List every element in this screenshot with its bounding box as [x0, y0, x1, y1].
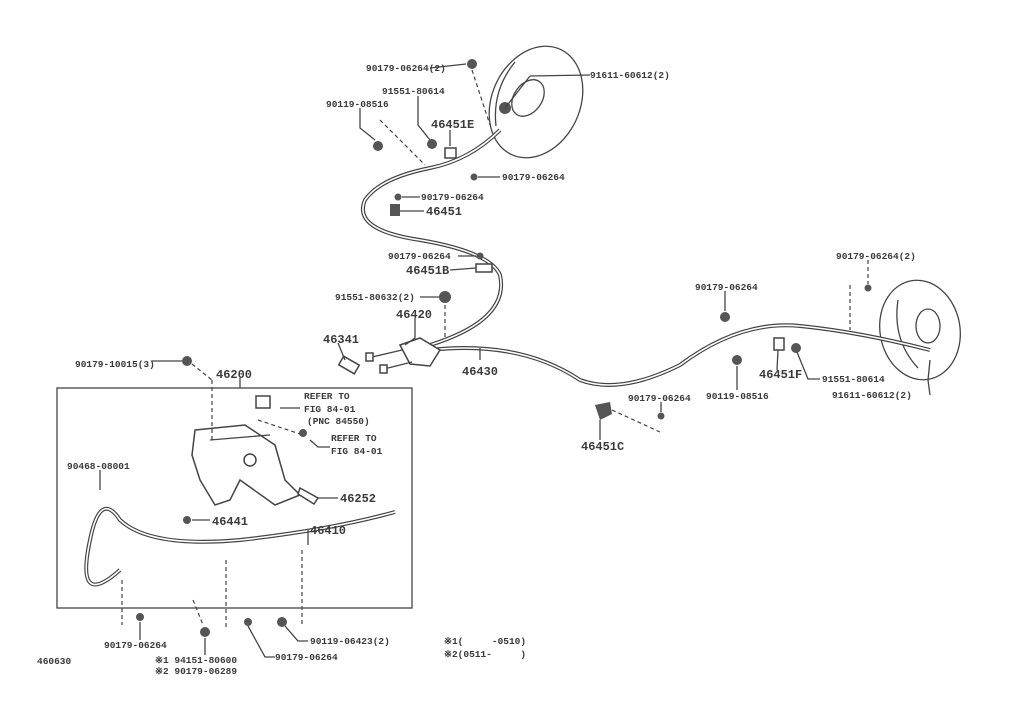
label-90179-10015-3: 90179-10015(3)	[75, 359, 155, 370]
label-90179-06264: 90179-06264	[388, 251, 451, 262]
label-91611-60612-2: 91611-60612(2)	[590, 70, 670, 81]
label-alt-2: ※2 90179-06289	[155, 666, 237, 677]
refer-to-note: REFER TO	[304, 391, 350, 402]
refer-pnc: (PNC 84550)	[307, 416, 370, 427]
label-90179-06264: 90179-06264	[502, 172, 565, 183]
refer-to-note: REFER TO	[331, 433, 377, 444]
label-46441: 46441	[212, 515, 248, 529]
label-90179-06264: 90179-06264	[628, 393, 691, 404]
label-46410: 46410	[310, 524, 346, 538]
label-91611-60612-2: 91611-60612(2)	[832, 390, 912, 401]
label-90179-06264: 90179-06264	[275, 652, 338, 663]
fasteners	[136, 59, 872, 637]
label-46451C: 46451C	[581, 440, 624, 454]
refer-fig: FIG 84-01	[304, 404, 356, 415]
date-note-2: ※2(0511- )	[444, 649, 526, 660]
label-91551-80614: 91551-80614	[822, 374, 885, 385]
label-91551-80632-2: 91551-80632(2)	[335, 292, 415, 303]
label-90119-08516: 90119-08516	[326, 99, 389, 110]
label-46451F: 46451F	[759, 368, 802, 382]
label-90119-08516: 90119-08516	[706, 391, 769, 402]
cable-46430	[361, 128, 931, 387]
label-46420: 46420	[396, 308, 432, 322]
label-90179-06264-2: 90179-06264(2)	[836, 251, 916, 262]
label-90468-08001: 90468-08001	[67, 461, 130, 472]
label-46252: 46252	[340, 492, 376, 506]
label-46200: 46200	[216, 368, 252, 382]
label-90179-06264: 90179-06264	[695, 282, 758, 293]
label-90179-06264: 90179-06264	[104, 640, 167, 651]
label-46451: 46451	[426, 205, 462, 219]
label-46430: 46430	[462, 365, 498, 379]
equalizer-46420	[337, 337, 442, 375]
label-90119-06423-2: 90119-06423(2)	[310, 636, 390, 647]
label-46451B: 46451B	[406, 264, 449, 278]
label-90179-06264: 90179-06264	[421, 192, 484, 203]
leader-lines	[99, 63, 931, 658]
parking-brake-lever	[191, 395, 320, 506]
label-90179-06264-2: 90179-06264(2)	[366, 63, 446, 74]
diagram-code: 460630	[37, 656, 72, 667]
lever-assembly-frame	[56, 387, 413, 609]
brake-drum-upper	[488, 45, 591, 159]
refer-fig: FIG 84-01	[331, 446, 383, 457]
label-46341: 46341	[323, 333, 359, 347]
label-46451E: 46451E	[431, 118, 474, 132]
label-alt-1: ※1 94151-80600	[155, 655, 237, 666]
brake-drum-right	[879, 279, 961, 381]
date-note-1: ※1( -0510)	[444, 636, 526, 647]
label-91551-80614: 91551-80614	[382, 86, 445, 97]
